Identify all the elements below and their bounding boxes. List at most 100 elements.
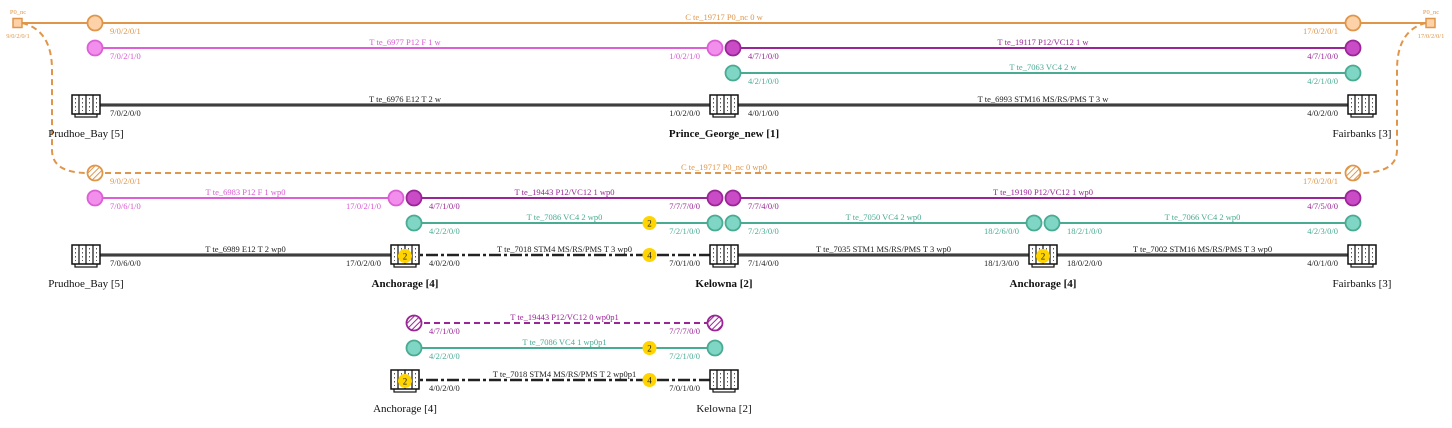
port-endpoint-icon (86, 164, 104, 182)
ne-count-badge-text: 2 (403, 252, 408, 262)
network-element-icon (1347, 94, 1377, 118)
link-label: T te_7050 VC4 2 wp0 (846, 212, 922, 222)
port-endpoint-icon (724, 39, 742, 57)
network-element-icon (71, 94, 101, 118)
port-label-from: 7/1/4/0/0 (748, 258, 779, 268)
port-label-from: 7/0/2/1/0 (110, 51, 141, 61)
link-label: T te_7086 VC4 1 wp0p1 (522, 337, 606, 347)
link-label: T te_7086 VC4 2 wp0 (527, 212, 603, 222)
port-endpoint-icon (405, 189, 423, 207)
port-label-from: 9/0/2/0/1 (110, 176, 141, 186)
port-endpoint-icon (1344, 14, 1362, 32)
terminal-right-port: 17/0/2/0/1 (1418, 33, 1445, 40)
network-element-icon (1347, 244, 1377, 268)
site-label: Fairbanks [3] (1333, 128, 1392, 140)
port-endpoint-icon (405, 339, 423, 357)
port-label-to: 4/2/1/0/0 (1307, 76, 1338, 86)
port-label-from: 4/2/2/0/0 (429, 226, 460, 236)
count-badge-text: 2 (647, 344, 652, 354)
port-label-to: 1/0/2/1/0 (669, 51, 700, 61)
port-label-from: 18/2/1/0/0 (1067, 226, 1102, 236)
port-label-to: 17/0/2/0/0 (346, 258, 381, 268)
port-label-to: 4/0/1/0/0 (1307, 258, 1338, 268)
site-label: Anchorage [4] (373, 403, 437, 415)
link-label: T te_19443 P12/VC12 0 wp0p1 (510, 312, 618, 322)
port-label-from: 7/2/3/0/0 (748, 226, 779, 236)
port-endpoint-icon (86, 14, 104, 32)
port-label-from: 4/0/2/0/0 (429, 258, 460, 268)
network-element-icon (71, 244, 101, 268)
link-label: T te_7035 STM1 MS/RS/PMS T 3 wp0 (816, 244, 951, 254)
port-endpoint-icon (706, 214, 724, 232)
link-label: T te_19443 P12/VC12 1 wp0 (515, 187, 615, 197)
ne-count-badge (398, 249, 412, 263)
port-endpoint-icon (1344, 39, 1362, 57)
site-label: Kelowna [2] (696, 403, 751, 415)
port-endpoint-icon (724, 214, 742, 232)
port-label-from: 4/7/1/0/0 (429, 326, 460, 336)
ne-count-badge-text: 2 (403, 377, 408, 387)
link-label: C te_19717 P0_nc 0 wp0 (681, 162, 767, 172)
terminal-right-name: P0_nc (1423, 9, 1439, 16)
port-label-from: 9/0/2/0/1 (110, 26, 141, 36)
port-label-to: 7/7/7/0/0 (669, 201, 700, 211)
port-label-to: 4/2/3/0/0 (1307, 226, 1338, 236)
port-label-from: 4/2/2/0/0 (429, 351, 460, 361)
port-label-to: 17/0/2/0/1 (1303, 26, 1338, 36)
network-element-icon (709, 244, 739, 268)
count-badge (642, 373, 657, 387)
count-badge (642, 248, 657, 262)
link-label: T te_6989 E12 T 2 wp0 (205, 244, 286, 254)
port-label-to: 17/0/2/1/0 (346, 201, 381, 211)
port-endpoint-icon (724, 189, 742, 207)
port-endpoint-icon (706, 339, 724, 357)
site-label: Kelowna [2] (695, 278, 752, 290)
ne-count-badge-text: 2 (1041, 252, 1046, 262)
link-label: T te_6976 E12 T 2 w (369, 94, 442, 104)
port-label-to: 7/0/1/0/0 (669, 383, 700, 393)
port-endpoint-icon (724, 64, 742, 82)
port-endpoint-icon (1025, 214, 1043, 232)
port-endpoint-icon (1344, 164, 1362, 182)
site-label: Anchorage [4] (1010, 278, 1077, 290)
terminal-right-icon (1425, 17, 1436, 29)
site-label: Prudhoe_Bay [5] (48, 128, 123, 140)
protection-loop-left (21, 22, 89, 174)
port-label-from: 18/0/2/0/0 (1067, 258, 1102, 268)
port-label-from: 4/7/1/0/0 (429, 201, 460, 211)
port-label-to: 1/0/2/0/0 (669, 108, 700, 118)
link-label: T te_6977 P12 F 1 w (369, 37, 441, 47)
terminal-left-port: 9/0/2/0/1 (6, 33, 29, 40)
site-label: Fairbanks [3] (1333, 278, 1392, 290)
port-label-from: 4/2/1/0/0 (748, 76, 779, 86)
port-label-to: 4/7/5/0/0 (1307, 201, 1338, 211)
link-label: T te_7018 STM4 MS/RS/PMS T 3 wp0 (497, 244, 632, 254)
ne-count-badge (398, 374, 412, 388)
port-endpoint-icon (405, 314, 423, 332)
port-label-from: 7/7/4/0/0 (748, 201, 779, 211)
link-label: T te_7002 STM16 MS/RS/PMS T 3 wp0 (1133, 244, 1272, 254)
port-label-from: 4/0/1/0/0 (748, 108, 779, 118)
port-label-to: 7/7/7/0/0 (669, 326, 700, 336)
site-label: Anchorage [4] (372, 278, 439, 290)
port-endpoint-icon (706, 189, 724, 207)
ne-count-badge (1036, 249, 1050, 263)
port-endpoint-icon (86, 39, 104, 57)
port-label-from: 7/0/6/1/0 (110, 201, 141, 211)
port-label-to: 18/2/6/0/0 (984, 226, 1019, 236)
port-endpoint-icon (387, 189, 405, 207)
count-badge-text: 2 (647, 219, 652, 229)
terminal-left-name: P0_nc (10, 9, 26, 16)
port-endpoint-icon (1344, 189, 1362, 207)
port-label-to: 7/2/1/0/0 (669, 351, 700, 361)
port-endpoint-icon (1043, 214, 1061, 232)
terminal-left-icon (12, 17, 23, 29)
port-endpoint-icon (1344, 64, 1362, 82)
count-badge (642, 341, 657, 355)
network-element-icon (709, 94, 739, 118)
port-label-from: 4/7/1/0/0 (748, 51, 779, 61)
site-label: Prince_George_new [1] (669, 128, 779, 140)
network-element-icon (709, 369, 739, 393)
port-endpoint-icon (1344, 214, 1362, 232)
